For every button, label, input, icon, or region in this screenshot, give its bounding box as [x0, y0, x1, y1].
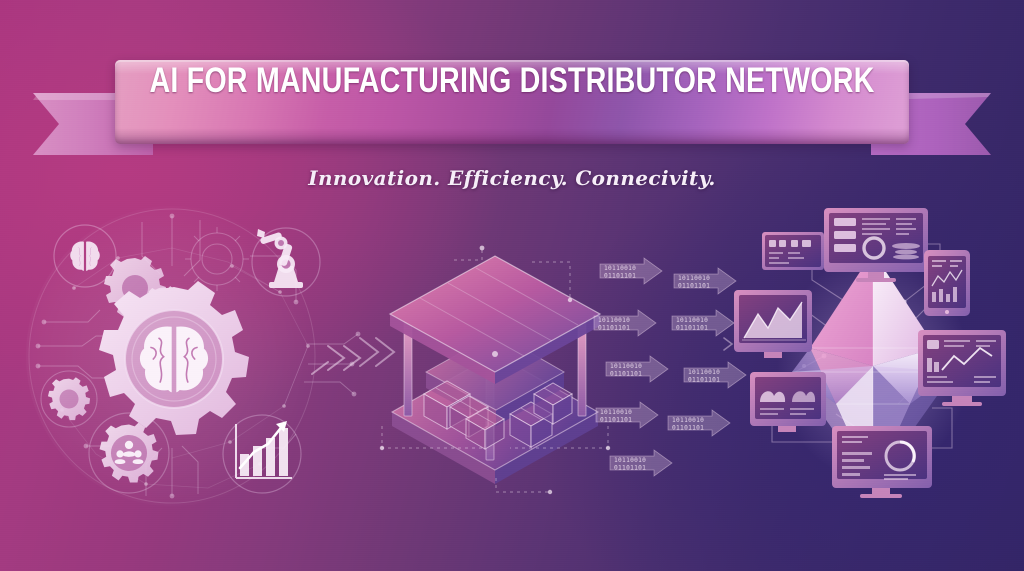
robot-arm-icon	[251, 227, 321, 297]
title-ribbon: AI FOR MANUFACTURING DISTRIBUTOR NETWORK…	[0, 48, 1024, 190]
page-title: AI FOR MANUFACTURING DISTRIBUTOR NETWORK	[149, 61, 875, 100]
small-gear-icon	[40, 370, 98, 428]
ribbon-band	[115, 60, 909, 144]
people-gear-icon	[88, 412, 170, 494]
screen-chart-left	[734, 290, 812, 358]
binary-arrow-row-5	[609, 449, 673, 477]
warehouse-boxes-left	[422, 380, 505, 450]
warehouse-boxes-right	[508, 382, 573, 448]
brain-in-gear-icon	[99, 281, 249, 435]
screen-summary-bottom	[832, 426, 932, 498]
growth-chart-icon	[222, 414, 302, 494]
warehouse-roof	[388, 255, 602, 384]
screen-analytics-right-top	[924, 250, 970, 316]
screen-dashboard-top	[824, 208, 928, 282]
brain-circle-icon	[53, 224, 117, 288]
outline-gear-icon	[185, 227, 249, 291]
screen-report-lower-left	[750, 372, 826, 432]
ai-cluster-illustration	[22, 196, 370, 520]
screen-trend-right	[918, 330, 1006, 406]
inbound-chevrons	[359, 337, 396, 367]
binary-arrow-row-4	[595, 401, 731, 437]
flow-chevrons-right	[311, 345, 362, 375]
binary-arrow-row-3	[605, 355, 747, 389]
warehouse-illustration	[359, 242, 626, 504]
page-subtitle: Innovation. Efficiency. Connecivity.	[308, 166, 716, 190]
screen-metrics-upper-left	[762, 232, 824, 270]
binary-arrow-row-1	[599, 257, 737, 295]
outbound-chevrons	[723, 337, 734, 351]
binary-arrow-row-2	[593, 309, 735, 337]
network-illustration	[723, 190, 1014, 520]
